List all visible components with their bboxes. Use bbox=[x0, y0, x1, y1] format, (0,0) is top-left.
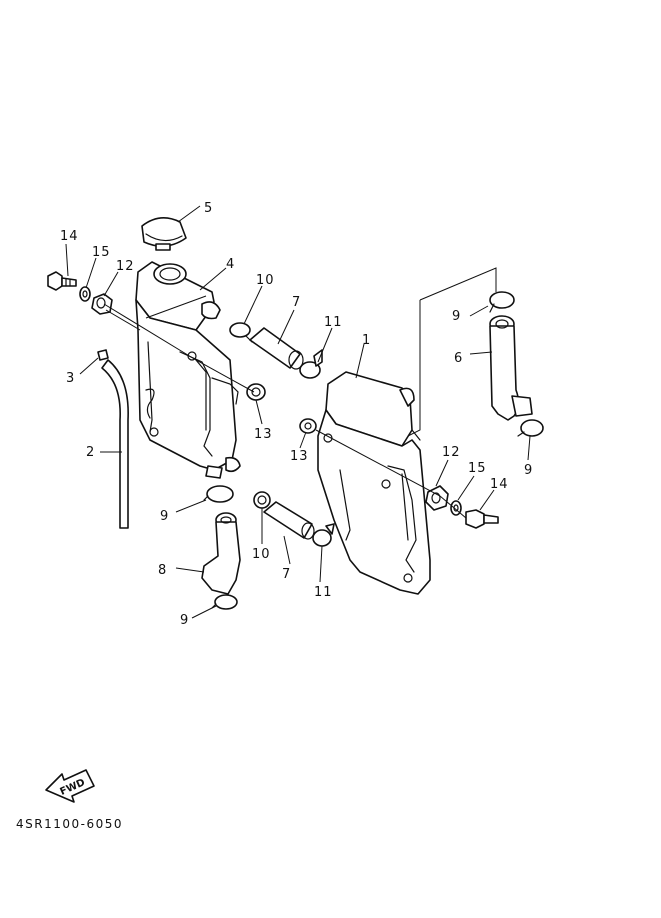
left-washer bbox=[79, 286, 91, 302]
left-collar bbox=[91, 293, 113, 315]
lower-clamp-10 bbox=[253, 491, 271, 509]
assembly-guides bbox=[103, 267, 497, 519]
lower-hose-8 bbox=[201, 512, 241, 595]
upper-clamp-11 bbox=[299, 349, 323, 379]
clamp-9-upper-right bbox=[489, 291, 515, 313]
lower-clamp-11 bbox=[312, 523, 335, 547]
fwd-arrow: FWD bbox=[45, 769, 95, 803]
callout-11-lower: 11 bbox=[314, 585, 333, 600]
right-grommet bbox=[299, 418, 317, 434]
callout-leaders bbox=[65, 205, 531, 619]
callout-4: 4 bbox=[226, 257, 235, 272]
callout-12-right: 12 bbox=[442, 445, 461, 460]
clamp-9-lower-left bbox=[211, 594, 238, 610]
left-bolt bbox=[47, 271, 77, 291]
callout-10-lower: 10 bbox=[252, 547, 271, 562]
clamp-9-upper-left bbox=[203, 485, 234, 503]
callout-9-upper-right: 9 bbox=[452, 309, 461, 324]
callout-labels: 5 14 15 12 4 10 7 11 1 3 2 9 6 9 13 13 1… bbox=[60, 201, 533, 628]
right-radiator bbox=[317, 371, 431, 595]
callout-12-left: 12 bbox=[116, 259, 135, 274]
callout-9-lower-right: 9 bbox=[524, 463, 533, 478]
upper-hose-7 bbox=[249, 327, 304, 370]
overflow-hose bbox=[101, 359, 129, 529]
callout-15-right: 15 bbox=[468, 461, 487, 476]
lower-hose-7 bbox=[263, 501, 315, 540]
outlet-hose-6 bbox=[489, 315, 533, 421]
callout-5: 5 bbox=[204, 201, 213, 216]
callout-11-upper: 11 bbox=[324, 315, 343, 330]
callout-8: 8 bbox=[158, 563, 167, 578]
right-bolt bbox=[465, 509, 499, 529]
callout-2: 2 bbox=[86, 445, 95, 460]
left-radiator bbox=[135, 261, 241, 479]
clamp-9-lower-right bbox=[517, 419, 544, 437]
callout-7-lower: 7 bbox=[282, 567, 291, 582]
callout-14-left: 14 bbox=[60, 229, 79, 244]
callout-15-left: 15 bbox=[92, 245, 111, 260]
callout-13-left: 13 bbox=[254, 427, 273, 442]
callout-9-lower-left: 9 bbox=[180, 613, 189, 628]
left-grommet bbox=[246, 383, 266, 401]
callout-3: 3 bbox=[66, 371, 75, 386]
right-collar bbox=[425, 485, 449, 511]
callout-7-upper: 7 bbox=[292, 295, 301, 310]
callout-10-upper: 10 bbox=[256, 273, 275, 288]
upper-clamp-10 bbox=[229, 322, 253, 343]
callout-1: 1 bbox=[362, 333, 371, 348]
callout-13-right: 13 bbox=[290, 449, 309, 464]
small-clamp-3 bbox=[97, 349, 109, 361]
radiator-cap bbox=[141, 217, 187, 251]
callout-9-upper-left: 9 bbox=[160, 509, 169, 524]
callout-14-right: 14 bbox=[490, 477, 509, 492]
drawing-code: 4SR1100-6050 bbox=[16, 817, 123, 831]
callout-6: 6 bbox=[454, 351, 463, 366]
